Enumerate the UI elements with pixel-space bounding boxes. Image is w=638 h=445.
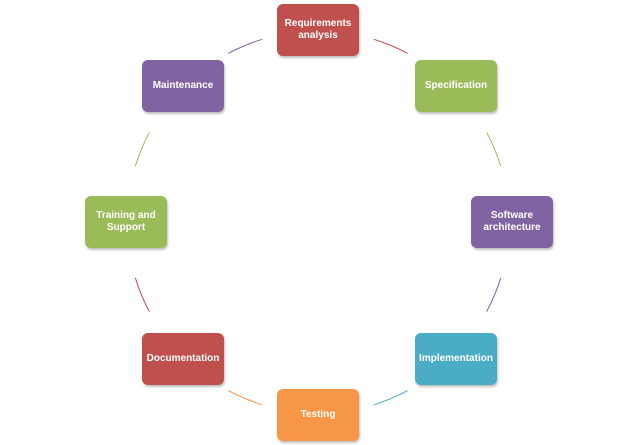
node-label: Software architecture (483, 210, 541, 233)
edge-arch-impl (486, 277, 502, 312)
node-maintenance: Maintenance (142, 60, 224, 112)
edge-test-doc (228, 390, 263, 406)
edge-doc-train (134, 277, 150, 312)
edge-req-spec (373, 38, 408, 54)
node-requirements-analysis: Requirements analysis (277, 4, 359, 56)
node-label: Requirements analysis (284, 18, 352, 41)
node-training-and-support: Training and Support (85, 196, 167, 248)
node-label: Documentation (146, 353, 220, 364)
node-implementation: Implementation (415, 333, 497, 385)
node-documentation: Documentation (142, 333, 224, 385)
node-specification: Specification (415, 60, 497, 112)
node-label: Specification (424, 80, 488, 91)
node-label: Testing (300, 409, 336, 420)
node-testing: Testing (277, 389, 359, 441)
node-label: Maintenance (152, 80, 214, 91)
node-software-architecture: Software architecture (471, 196, 553, 248)
edge-spec-arch (486, 132, 502, 167)
edge-train-maint (134, 132, 150, 167)
edge-impl-test (373, 390, 408, 406)
node-label: Implementation (419, 353, 493, 364)
edge-maint-req (228, 38, 263, 54)
node-label: Training and Support (96, 210, 156, 233)
